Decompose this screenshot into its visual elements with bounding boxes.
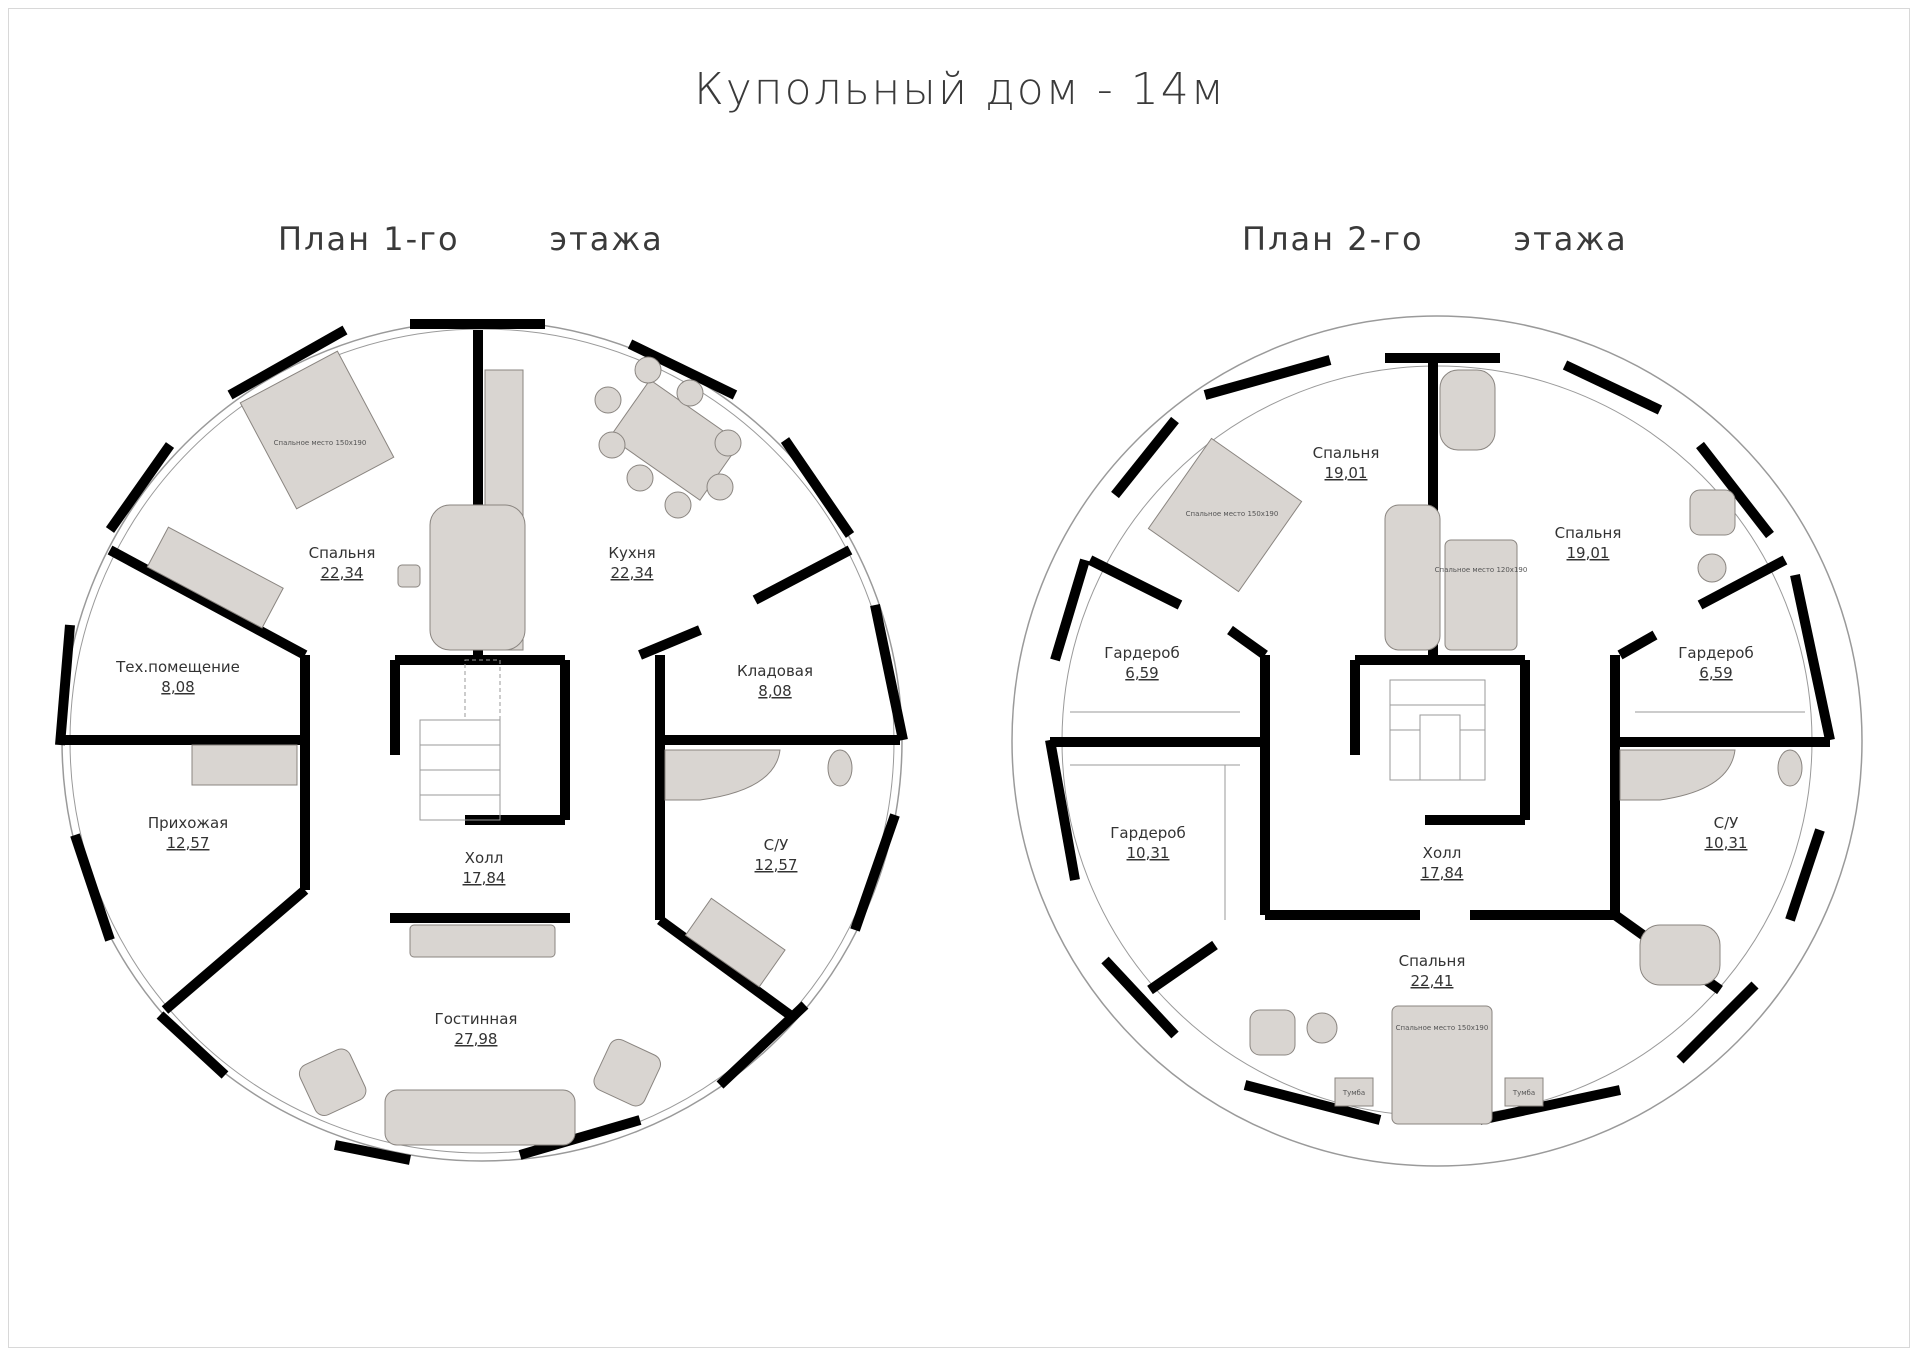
floor1-room-bath-area: 12,57: [755, 856, 798, 874]
floor1-kitchen-island: [429, 504, 526, 651]
floor1-chair: [634, 356, 662, 384]
floor2-room-wardrobe2-area: 6,59: [1699, 664, 1732, 682]
floor1-room-pantry-area: 8,08: [758, 682, 791, 700]
floor2-room-bath-area: 10,31: [1705, 834, 1748, 852]
floor2-room-bedroom2-name: Спальня: [1555, 524, 1622, 542]
floor1-room-entrance-area: 12,57: [167, 834, 210, 852]
floor1-title: План 1-го этажа: [278, 220, 664, 258]
floor2-armchair-bottom: [1249, 1009, 1296, 1056]
floor2-outer-walls: [1045, 353, 1835, 1125]
floor1-chair: [714, 429, 742, 457]
floor2-outer-ring: [1011, 315, 1863, 1167]
floor1-chair: [706, 473, 734, 501]
floor1-stairs: [419, 659, 501, 821]
floor2-room-bath-name: С/У: [1714, 814, 1739, 832]
floor2-room-bedroom1-area: 19,01: [1325, 464, 1368, 482]
floor1-toilet: [827, 749, 853, 787]
floor2-bed-left-label: Спальное место 150х190: [1186, 510, 1279, 518]
floor2-title: План 2-го этажа: [1242, 220, 1628, 258]
floor2-room-bedroom3-name: Спальня: [1399, 952, 1466, 970]
floor2-bed-small: [1444, 539, 1518, 651]
floor2-bed-small-label: Спальное место 120х190: [1435, 566, 1528, 574]
page-frame: [8, 8, 1910, 1348]
floor1-bed-label: Спальное место 150х190: [274, 439, 367, 447]
floor2-room-wardrobe3-area: 10,31: [1127, 844, 1170, 862]
floor2-round-table-bottom: [1306, 1012, 1338, 1044]
floor1-room-hall-name: Холл: [465, 849, 504, 867]
floor1-desk-chair: [397, 564, 421, 588]
floor2-room-hall-area: 17,84: [1421, 864, 1464, 882]
floor1-room-pantry-name: Кладовая: [737, 662, 813, 680]
floor1-room-entrance-name: Прихожая: [148, 814, 228, 832]
floor1-armchair-right: [593, 1038, 661, 1107]
floor2-title-part1: План 2-го: [1242, 220, 1424, 258]
floor2-toilet: [1777, 749, 1803, 787]
floor2-room-bedroom3-area: 22,41: [1411, 972, 1454, 990]
floor2-room-bedroom2-area: 19,01: [1567, 544, 1610, 562]
floor2-bed-bottom: [1391, 1005, 1493, 1125]
floor2-nightstand-right-label: Тумба: [1512, 1089, 1535, 1097]
floor2-nightstand-left-label: Тумба: [1342, 1089, 1365, 1097]
floor2-plan: Спальное место 150х190 Спальное место 12…: [1011, 315, 1863, 1167]
floor2-furniture: Спальное место 150х190 Спальное место 12…: [1070, 369, 1805, 1125]
floor2-round-table: [1697, 553, 1727, 583]
floor1-bed: [239, 350, 395, 510]
floor1-room-living-name: Гостинная: [435, 1010, 518, 1028]
floor2-bathtub: [1619, 749, 1736, 801]
floor1-armchair-left: [298, 1048, 367, 1116]
floor1-sink-counter: [684, 897, 786, 988]
floor2-armchair-right: [1689, 489, 1736, 536]
floor2-room-labels: Спальня 19,01 Спальня 19,01 Гардероб 6,5…: [1104, 444, 1753, 990]
page-title: Купольный дом - 14м: [694, 64, 1226, 115]
floor1-room-hall-area: 17,84: [463, 869, 506, 887]
floor1-room-bath-name: С/У: [764, 836, 789, 854]
floor2-room-wardrobe2-name: Гардероб: [1678, 644, 1753, 662]
floor2-desk: [1439, 369, 1496, 451]
floor1-room-living-area: 27,98: [455, 1030, 498, 1048]
floor2-room-wardrobe3-name: Гардероб: [1110, 824, 1185, 842]
floor1-room-kitchen-area: 22,34: [611, 564, 654, 582]
floor2-title-part2: этажа: [1513, 220, 1628, 258]
floor1-chair: [676, 379, 704, 407]
floor2-room-wardrobe1-area: 6,59: [1125, 664, 1158, 682]
floor2-stairs: [1389, 679, 1486, 781]
floor2-room-bedroom1-name: Спальня: [1313, 444, 1380, 462]
floor1-room-kitchen-name: Кухня: [608, 544, 655, 562]
floor2-bed-bottom-label: Спальное место 150х190: [1396, 1024, 1489, 1032]
floor1-room-tech-name: Тех.помещение: [115, 658, 240, 676]
floor2-nightstand-left: [1334, 1077, 1374, 1107]
floor1-dresser: [146, 526, 284, 629]
floor2-desk-left: [1384, 504, 1441, 651]
floor2-room-hall-name: Холл: [1423, 844, 1462, 862]
floor1-title-part1: План 1-го: [278, 220, 460, 258]
floor1-chair: [598, 431, 626, 459]
floor2-wardrobe-rails: [1070, 711, 1805, 920]
floor1-hall-cabinet: [191, 744, 298, 786]
floor1-room-bedroom-name: Спальня: [309, 544, 376, 562]
floor1-chair: [664, 491, 692, 519]
floor1-interior-walls: [65, 330, 900, 1020]
floor2-bed-left: [1147, 437, 1303, 593]
floor1-outer-walls: [55, 319, 908, 1165]
floor1-furniture: Спальное место 150х190: [146, 350, 853, 1146]
floor1-room-bedroom-area: 22,34: [321, 564, 364, 582]
floor1-title-part2: этажа: [549, 220, 664, 258]
floor1-dining-table: [609, 379, 741, 501]
floor1-chair: [594, 386, 622, 414]
floor2-nightstand-right: [1504, 1077, 1544, 1107]
floor1-room-tech-area: 8,08: [161, 678, 194, 696]
floor2-room-wardrobe1-name: Гардероб: [1104, 644, 1179, 662]
floor1-chair: [626, 464, 654, 492]
floor2-sink: [1639, 924, 1721, 986]
floor1-room-labels: Спальня 22,34 Кухня 22,34 Тех.помещение …: [115, 544, 813, 1048]
floor1-sofa: [384, 1089, 576, 1146]
floor1-plan: Спальное место 150х190 Спальня: [55, 319, 908, 1165]
floor1-bathtub: [664, 749, 781, 801]
floor1-tv-stand: [409, 924, 556, 958]
